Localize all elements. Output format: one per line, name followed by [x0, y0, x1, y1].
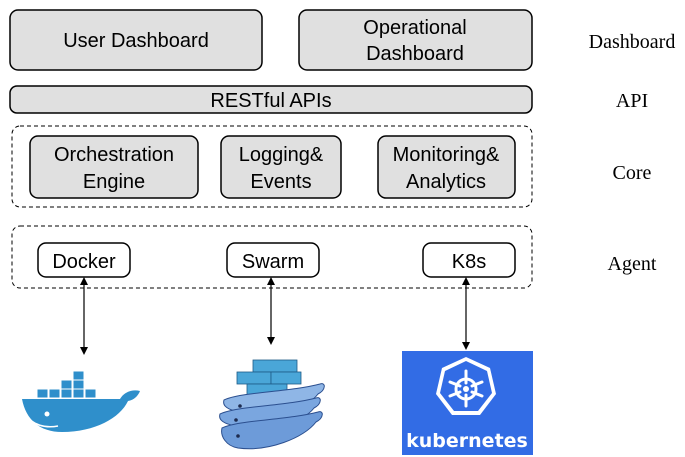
orchestration-engine-label-line1: Orchestration: [54, 144, 174, 166]
swarm-agent-label: Swarm: [242, 251, 304, 273]
logging-events-label-line2: Events: [250, 171, 311, 193]
orchestration-engine-label-line2: Engine: [83, 171, 145, 193]
docker-swarm-icon: [219, 359, 325, 450]
docker-whale-icon: [22, 370, 140, 432]
orchestration-engine-box: Orchestration Engine: [29, 135, 199, 199]
monitoring-analytics-label-line2: Analytics: [406, 171, 486, 193]
docker-agent-label: Docker: [52, 251, 116, 273]
layer-label-core: Core: [613, 162, 652, 184]
restful-apis-label: RESTful APIs: [210, 90, 331, 112]
user-dashboard-box: User Dashboard: [9, 9, 263, 71]
user-dashboard-label: User Dashboard: [63, 30, 209, 52]
layer-label-api: API: [616, 90, 648, 112]
core-layer-frame: [11, 125, 533, 208]
kubernetes-wordmark: kubernetes: [406, 430, 528, 452]
monitoring-analytics-box: Monitoring& Analytics: [377, 135, 516, 199]
layer-label-agent: Agent: [608, 253, 657, 275]
operational-dashboard-label-line2: Dashboard: [366, 43, 464, 65]
operational-dashboard-box: Operational Dashboard: [298, 9, 533, 71]
monitoring-analytics-label-line1: Monitoring&: [393, 144, 500, 166]
swarm-agent-box: Swarm: [226, 242, 320, 278]
k8s-agent-label: K8s: [452, 251, 486, 273]
operational-dashboard-label-line1: Operational: [363, 17, 466, 39]
k8s-agent-box: K8s: [422, 242, 516, 278]
logging-events-label-line1: Logging&: [239, 144, 324, 166]
layer-label-dashboard: Dashboard: [589, 31, 676, 53]
helm-wheel-icon: [448, 369, 484, 408]
logging-events-box: Logging& Events: [220, 135, 342, 199]
docker-agent-box: Docker: [37, 242, 131, 278]
restful-apis-box: RESTful APIs: [9, 85, 533, 114]
kubernetes-logo: kubernetes: [402, 351, 533, 455]
